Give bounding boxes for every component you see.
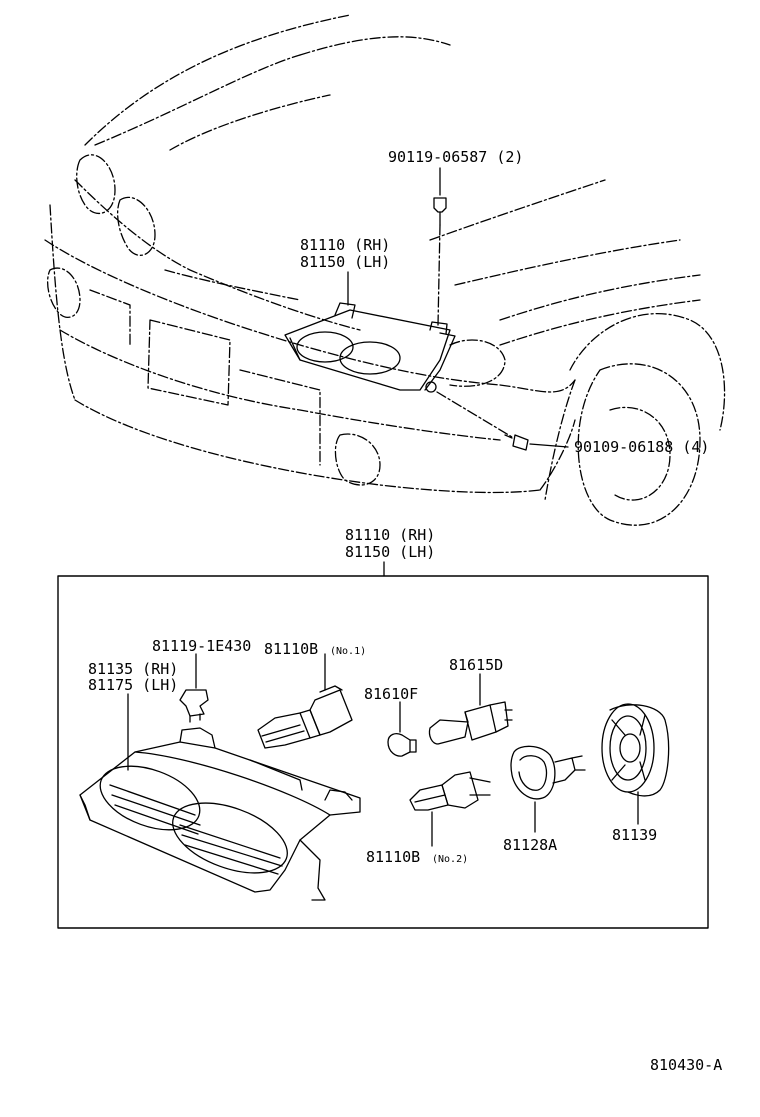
label-lens-lh: 81175 (LH): [88, 676, 178, 694]
parts-box: [57, 575, 709, 929]
side-bolt-leader: [529, 443, 569, 448]
label-top-assy-lh: 81150 (LH): [300, 253, 390, 271]
diagram-labels: 90119-06587 (2) 81110 (RH) 81150 (LH) 90…: [88, 148, 722, 1074]
small-bulb-icon: [387, 733, 417, 757]
label-bolt-side: 90109-06188 (4): [574, 438, 709, 456]
bulb-d-icon: [428, 701, 513, 745]
label-cover: 81139: [612, 826, 657, 844]
label-diagram-id: 810430-A: [650, 1056, 722, 1074]
bulb-no1-icon: [257, 685, 353, 749]
label-bulb-d: 81615D: [449, 656, 503, 674]
label-box-assy-lh: 81150 (LH): [345, 543, 435, 561]
bulb-no2-icon: [409, 771, 491, 811]
label-clip: 81119-1E430: [152, 637, 251, 655]
top-bolt-icon: [433, 197, 447, 226]
side-bolt-icon: [504, 434, 529, 451]
vehicle-front-outline: [44, 14, 726, 526]
label-top-assy-rh: 81110 (RH): [300, 236, 390, 254]
side-bolt-install-line: [436, 391, 513, 438]
label-bolt-top: 90119-06587 (2): [388, 148, 523, 166]
label-bulb-no1-code: 81110B: [264, 640, 318, 658]
label-lens-rh: 81135 (RH): [88, 660, 178, 678]
label-bulb-small: 81610F: [364, 685, 418, 703]
label-bulb-no1-tag: (No.1): [330, 646, 366, 657]
clip-icon: [179, 689, 209, 723]
label-bulb-no2-tag: (No.2): [432, 854, 468, 865]
cover-icon: [601, 703, 670, 797]
socket-icon: [510, 745, 586, 800]
installed-headlamp: [284, 302, 456, 393]
label-socket: 81128A: [503, 836, 557, 854]
label-box-assy-rh: 81110 (RH): [345, 526, 435, 544]
top-bolt-install-line: [437, 224, 441, 326]
headlamp-lens-assembly: [79, 727, 361, 901]
label-bulb-no2-code: 81110B: [366, 848, 420, 866]
